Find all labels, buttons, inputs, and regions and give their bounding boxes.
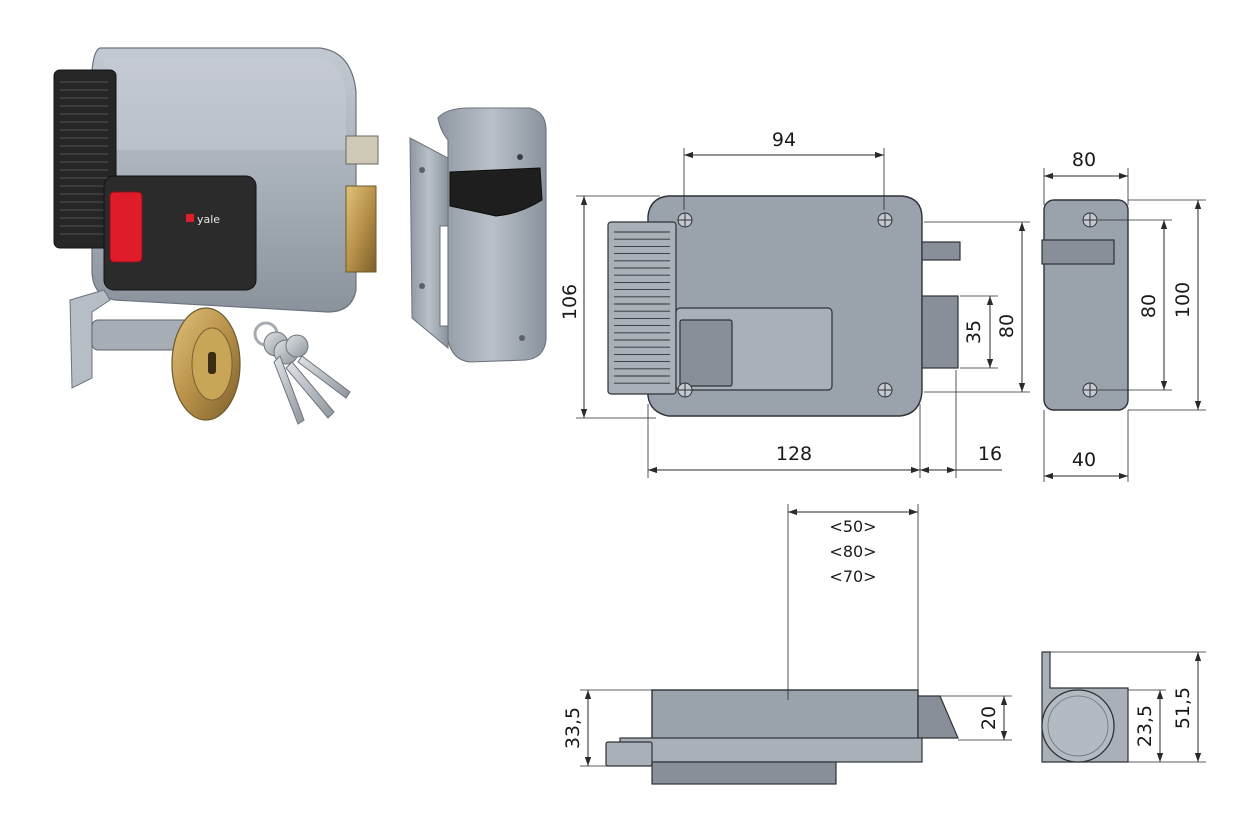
dim-side-bottom: 40 [1072, 449, 1096, 471]
front-view-latch-upper [921, 241, 961, 261]
dim-side-outer: 100 [1172, 282, 1194, 318]
bottom-view-handle-stub [605, 741, 653, 767]
front-view-drawing: 94 106 128 16 35 80 [559, 129, 1030, 478]
dim-front-right-inner: 35 [963, 320, 985, 344]
dim-side-inner: 80 [1138, 294, 1160, 318]
brand-logo-mark [186, 214, 194, 222]
side-view-drawing: 80 80 100 40 [1041, 149, 1206, 482]
front-view-latch-lower [921, 295, 959, 369]
dim-front-top: 94 [772, 129, 796, 151]
front-view-ribbed-handle [607, 221, 677, 395]
bottom-view-latch [917, 695, 959, 739]
end-view-cylinder [1041, 689, 1115, 763]
backset-options-list: <50> <80> <70> [829, 517, 876, 586]
dim-front-left: 106 [559, 284, 581, 320]
dim-end-inner: 23,5 [1134, 705, 1156, 747]
dim-front-bottom-latch: 16 [978, 443, 1002, 465]
side-view-body [1043, 199, 1129, 411]
brand-logo-text: yale [197, 213, 220, 226]
front-view-screw-holes [677, 212, 893, 398]
strike-latch-jaw [449, 167, 543, 217]
backset-option: <70> [829, 567, 876, 586]
lock-product-illustration: yale [53, 47, 547, 425]
bottom-view-drawing: <50> <80> <70> 33,5 20 [562, 504, 1012, 785]
bottom-view-body [651, 689, 919, 743]
dim-end-outer: 51,5 [1172, 687, 1194, 729]
front-view-release-button [679, 319, 733, 387]
backset-option: <80> [829, 542, 876, 561]
dim-front-right-outer: 80 [996, 314, 1018, 338]
dim-bottom-left: 33,5 [562, 707, 584, 749]
dim-front-bottom-body: 128 [776, 443, 812, 465]
keys-bunch [253, 321, 351, 425]
backset-option: <50> [829, 517, 876, 536]
latch-bolt-brass [345, 185, 377, 273]
latch-bolt-upper [345, 135, 379, 165]
bottom-view-base-plate [619, 737, 923, 763]
cylinder-bracket [69, 289, 111, 389]
dim-side-top: 80 [1072, 149, 1096, 171]
side-view-latch-block [1041, 239, 1115, 265]
dim-bottom-right: 20 [978, 706, 1000, 730]
red-release-button [109, 191, 143, 263]
electric-strike-keeper [409, 107, 547, 363]
end-view-drawing: 23,5 51,5 [1041, 651, 1206, 763]
bottom-view-lower-tray [651, 761, 837, 785]
keyhole-icon [208, 352, 216, 374]
